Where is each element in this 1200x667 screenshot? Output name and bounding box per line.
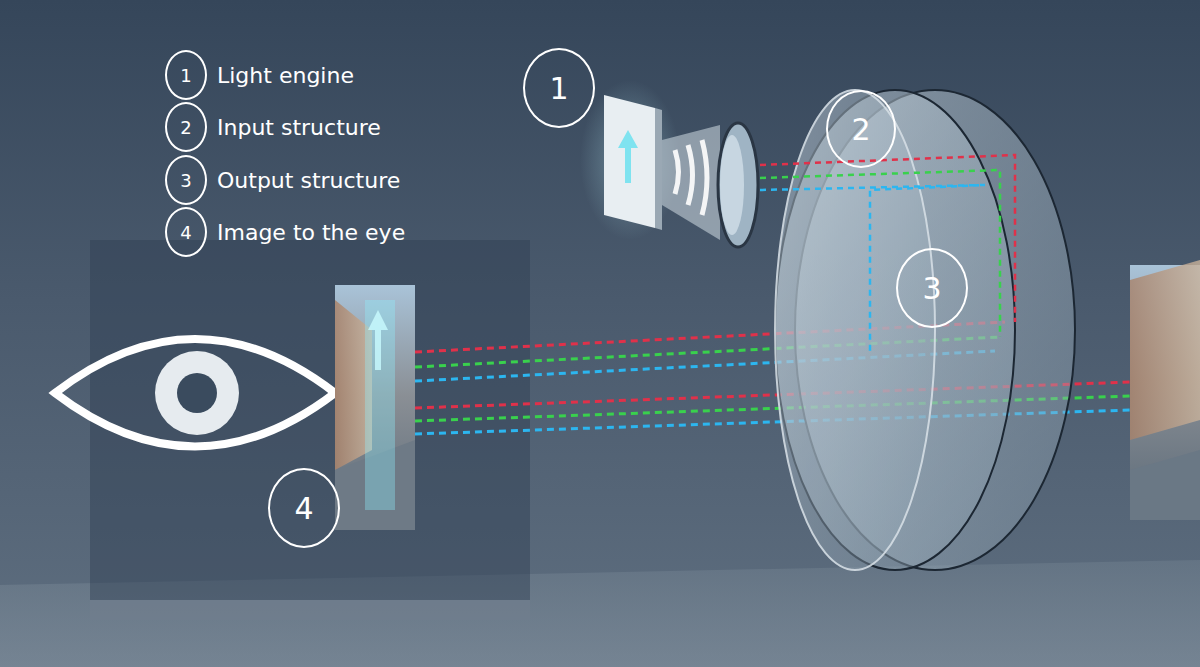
callout-circle: 2 [826, 90, 896, 168]
legend-item: 3 Output structure [165, 155, 400, 205]
callout-number: 3 [165, 155, 207, 205]
legend-item: 1 Light engine [165, 50, 354, 100]
callout-number: 1 [523, 48, 595, 128]
callout-number: 1 [165, 50, 207, 100]
callout-number: 3 [896, 248, 968, 328]
part-name: Output structure [217, 168, 400, 193]
legend-item: 2 Input structure [165, 102, 381, 152]
callout-number: 2 [165, 102, 207, 152]
callout-circle: 1 [523, 48, 595, 128]
legend-item: 4 Image to the eye [165, 207, 405, 257]
callout-circle: 4 [268, 468, 340, 548]
part-name: Light engine [217, 63, 354, 88]
callout-number: 4 [268, 468, 340, 548]
callout-number: 2 [826, 90, 896, 168]
part-name: Input structure [217, 115, 381, 140]
callout-number: 4 [165, 207, 207, 257]
callout-circle: 3 [896, 248, 968, 328]
part-name: Image to the eye [217, 220, 405, 245]
